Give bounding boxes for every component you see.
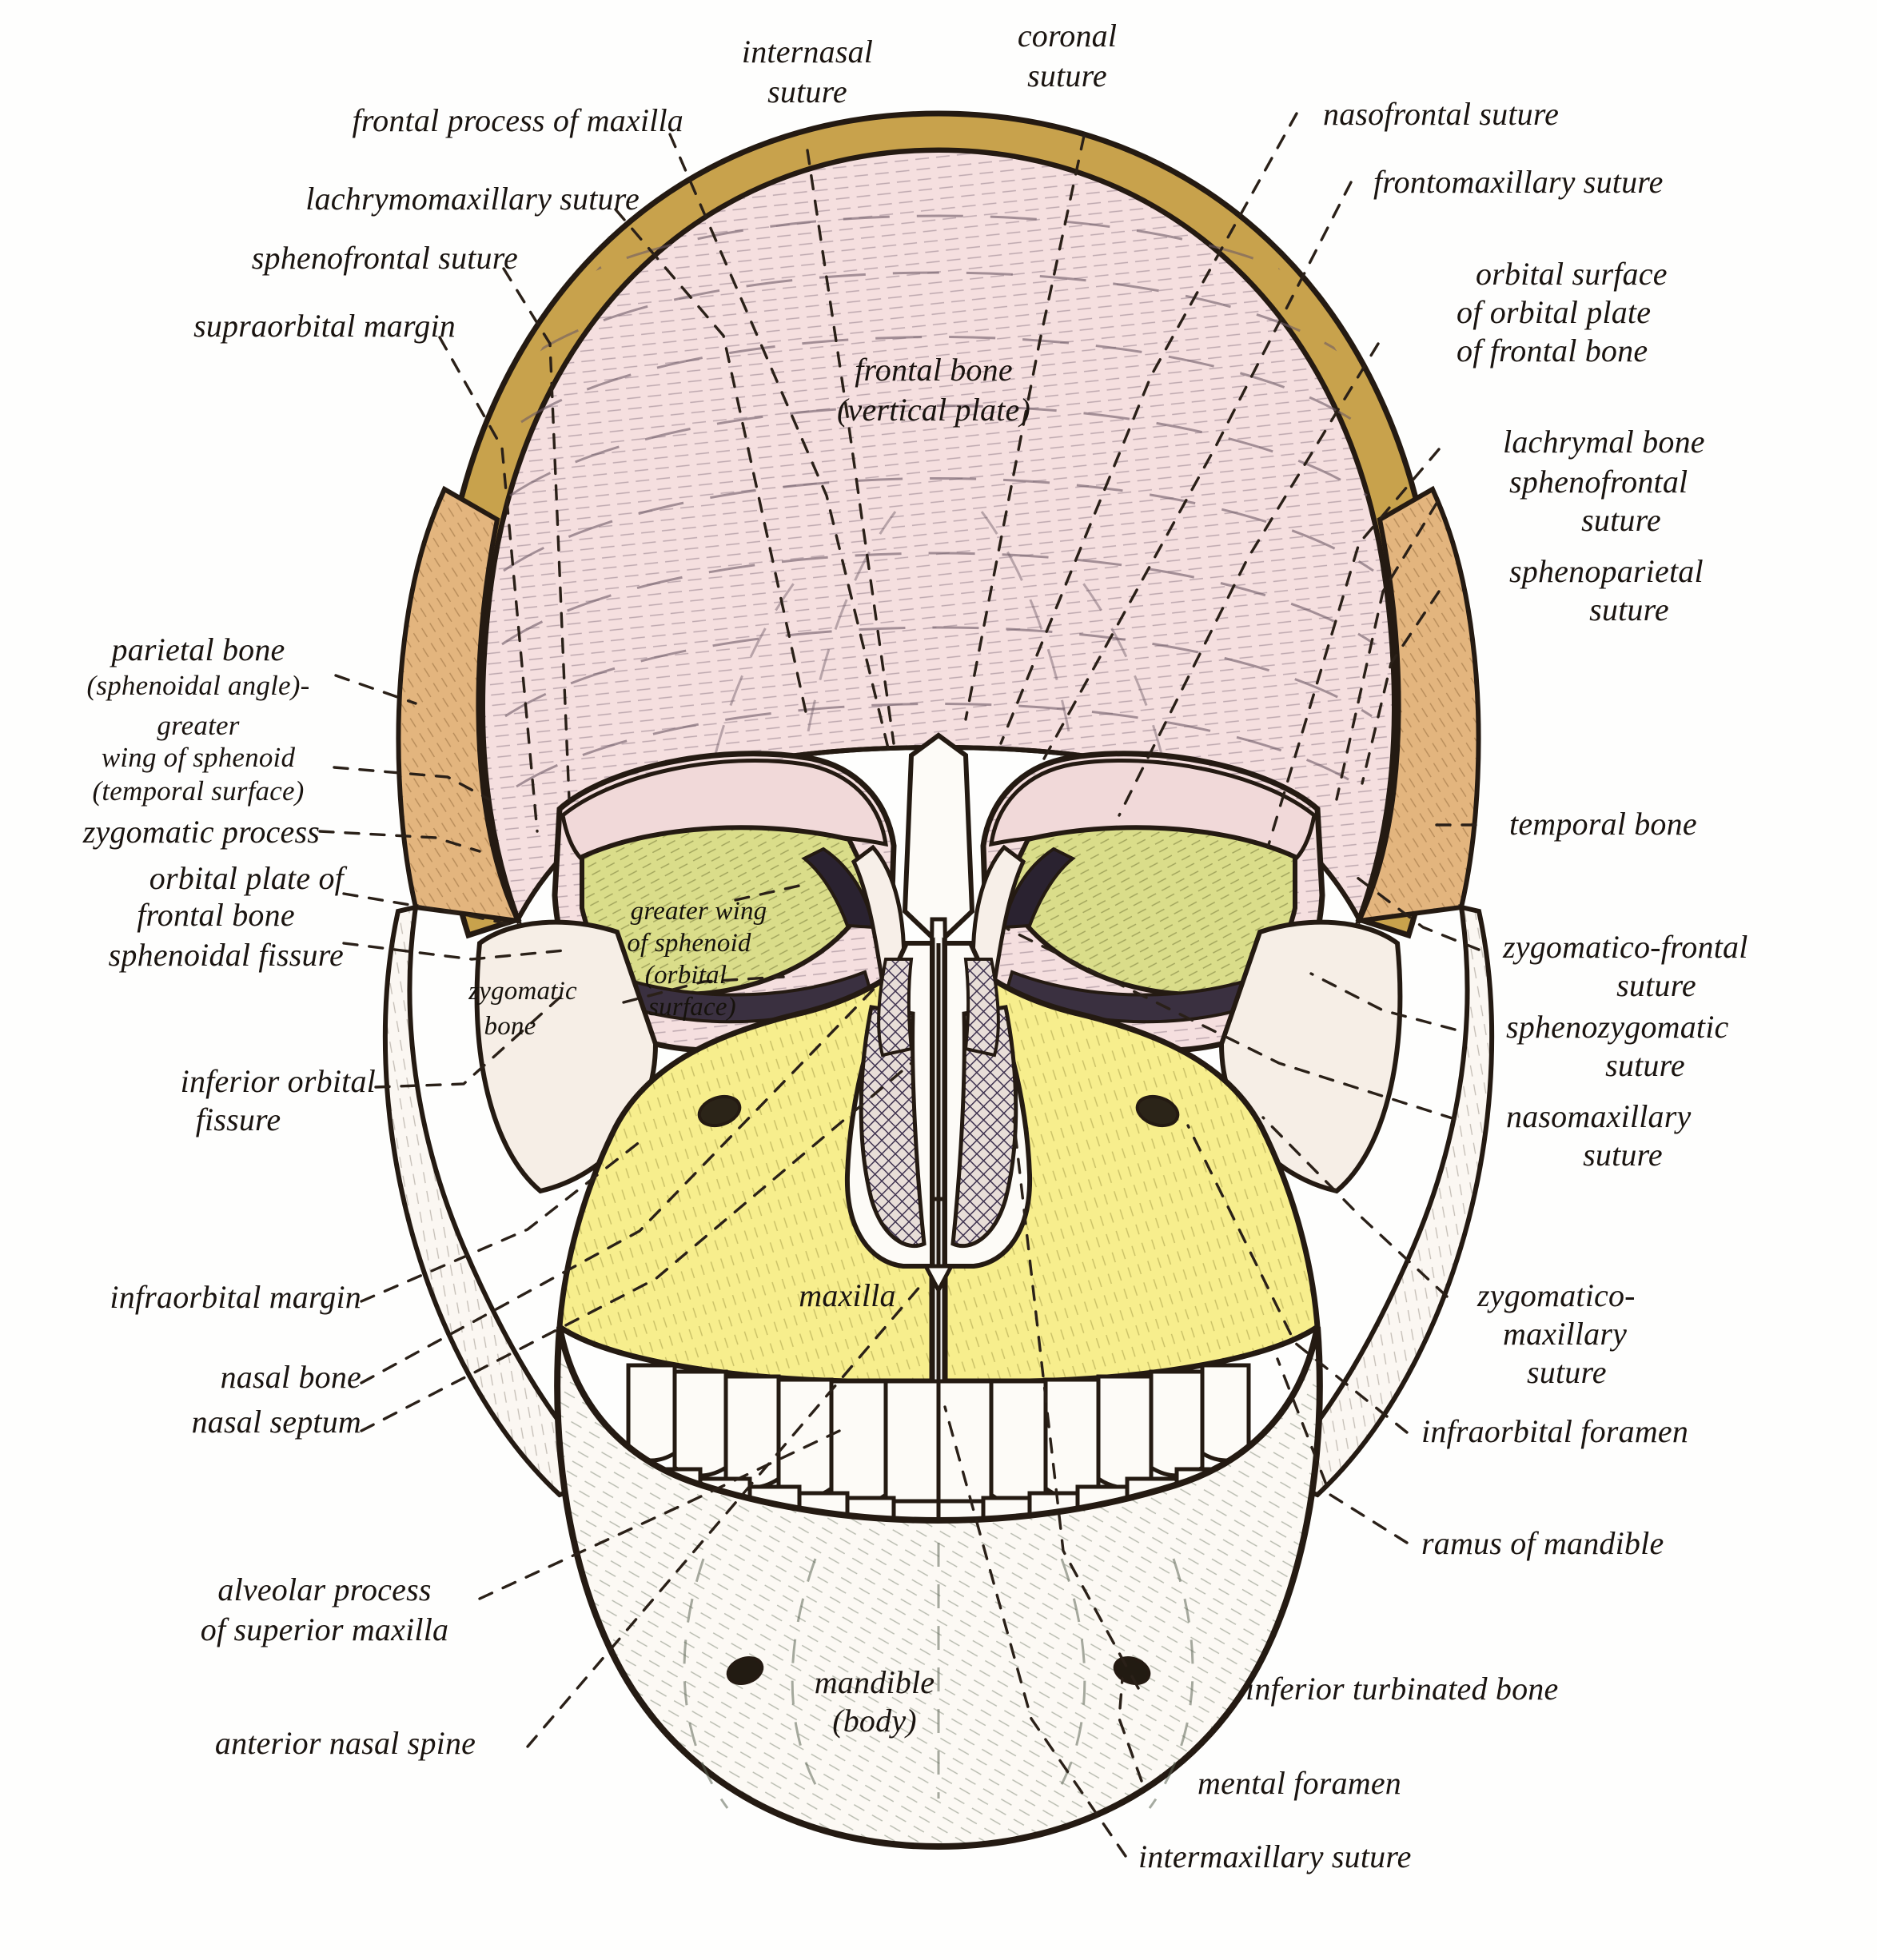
label-nasomaxillary-2: suture	[1583, 1137, 1663, 1173]
label-zygomatico-frontal-1: zygomatico-frontal	[1503, 929, 1748, 965]
label-mandible-1: mandible	[814, 1664, 935, 1700]
label-lachrymomaxillary-suture: lachrymomaxillary suture	[305, 181, 640, 217]
label-maxilla: maxilla	[799, 1277, 896, 1313]
label-supraorbital-margin: supraorbital margin	[193, 308, 456, 344]
label-zygomatic-bone-2: bone	[484, 1012, 536, 1041]
label-alveolar-process-2: of superior maxilla	[200, 1611, 449, 1647]
label-greater-wing-line1: greater	[157, 710, 240, 741]
label-inferior-orbital-fissure-1: inferior orbital	[180, 1063, 376, 1099]
label-internasal-suture-1: internasal	[741, 34, 874, 70]
label-coronal-suture-2: suture	[1027, 58, 1107, 94]
label-orbital-plate-of-frontal-2: frontal bone	[137, 897, 295, 933]
label-parietal-bone-sub: (sphenoidal angle)-	[86, 670, 310, 701]
label-zygomatico-maxillary-1: zygomatico-	[1477, 1277, 1636, 1313]
label-ramus-of-mandible: ramus of mandible	[1421, 1525, 1664, 1561]
label-frontal-process-of-maxilla: frontal process of maxilla	[352, 102, 683, 138]
label-zygomatico-frontal-2: suture	[1616, 967, 1696, 1003]
label-orbital-surface-1: orbital surface	[1476, 256, 1668, 292]
label-orbital-surface-2: of orbital plate	[1457, 294, 1652, 330]
label-mandible-2: (body)	[832, 1703, 917, 1739]
label-sphenozygomatic-1: sphenozygomatic	[1506, 1009, 1729, 1045]
label-sphenoparietal-suture-2: suture	[1589, 592, 1669, 627]
label-greater-wing-orbital-4: surface)	[648, 993, 736, 1022]
label-nasomaxillary-1: nasomaxillary	[1506, 1098, 1692, 1134]
label-sphenofrontal-suture-r-2: suture	[1581, 502, 1661, 538]
label-frontomaxillary-suture: frontomaxillary suture	[1373, 164, 1664, 200]
label-greater-wing-orbital-2: of sphenoid	[627, 929, 751, 958]
label-nasofrontal-suture: nasofrontal suture	[1323, 96, 1560, 132]
label-internasal-suture-2: suture	[767, 74, 847, 110]
label-sphenozygomatic-2: suture	[1605, 1047, 1685, 1083]
label-temporal-bone: temporal bone	[1509, 806, 1697, 842]
label-zygomatico-maxillary-3: suture	[1527, 1354, 1607, 1390]
label-parietal-bone: parietal bone	[111, 631, 285, 667]
label-nasal-septum: nasal septum	[191, 1404, 361, 1440]
label-sphenofrontal-suture-left: sphenofrontal suture	[251, 240, 518, 276]
label-frontal-bone-2: (vertical plate)	[837, 392, 1030, 428]
label-frontal-bone-1: frontal bone	[855, 352, 1013, 388]
label-orbital-plate-of-frontal-1: orbital plate of	[149, 860, 344, 896]
label-orbital-surface-3: of frontal bone	[1457, 333, 1648, 368]
label-greater-wing-orbital-3: (orbital	[644, 961, 727, 990]
label-lachrymal-bone: lachrymal bone	[1503, 424, 1705, 460]
label-zygomatico-maxillary-2: maxillary	[1503, 1316, 1628, 1352]
label-sphenoidal-fissure: sphenoidal fissure	[108, 937, 344, 973]
label-intermaxillary-suture: intermaxillary suture	[1138, 1838, 1412, 1874]
label-greater-wing-line3: (temporal surface)	[92, 775, 305, 807]
label-zygomatic-bone-1: zygomatic	[468, 977, 577, 1006]
label-sphenofrontal-suture-r-1: sphenofrontal	[1509, 464, 1688, 500]
label-inferior-turbinated-bone: inferior turbinated bone	[1245, 1671, 1559, 1707]
label-inferior-orbital-fissure-2: fissure	[195, 1102, 281, 1137]
label-mental-foramen: mental foramen	[1198, 1765, 1401, 1801]
label-coronal-suture-1: coronal	[1017, 18, 1118, 54]
label-anterior-nasal-spine: anterior nasal spine	[214, 1725, 476, 1761]
label-infraorbital-foramen: infraorbital foramen	[1421, 1413, 1689, 1449]
label-sphenoparietal-suture-1: sphenoparietal	[1509, 553, 1704, 589]
label-greater-wing-line2: wing of sphenoid	[101, 742, 296, 773]
label-zygomatic-process: zygomatic process	[82, 814, 320, 850]
label-nasal-bone: nasal bone	[220, 1359, 361, 1395]
label-infraorbital-margin: infraorbital margin	[110, 1279, 361, 1315]
label-alveolar-process-1: alveolar process	[217, 1572, 432, 1607]
label-greater-wing-orbital-1: greater wing	[630, 897, 767, 926]
